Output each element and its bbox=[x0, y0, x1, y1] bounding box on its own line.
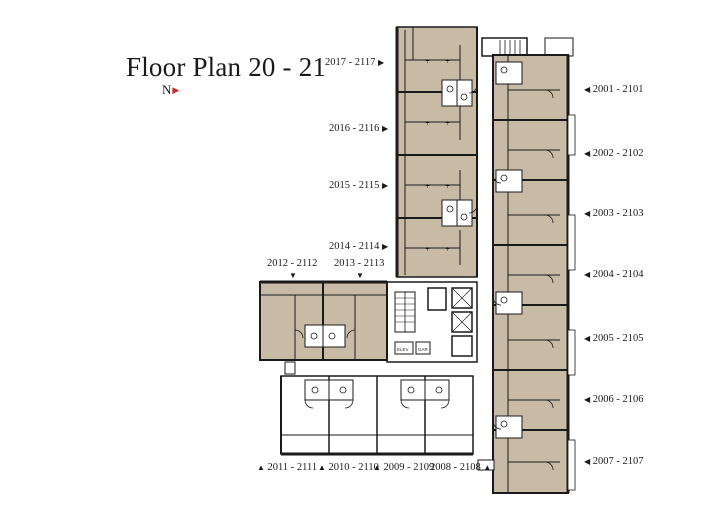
unit-2016-text: 2016 - 2116 bbox=[329, 123, 380, 134]
arrow-left-icon: ◀ bbox=[584, 85, 591, 94]
svg-text:+: + bbox=[425, 246, 430, 253]
unit-2011-text: 2011 - 2111 bbox=[267, 462, 318, 473]
unit-label-2017: 2017 - 2117 ▶ bbox=[325, 57, 384, 69]
north-indicator: N▶ bbox=[162, 82, 179, 98]
unit-label-2008: 2008 - 2108 ▲ bbox=[430, 462, 491, 474]
unit-label-2012: 2012 - 2112 bbox=[267, 258, 318, 269]
gar-label: GAR bbox=[418, 347, 429, 352]
unit-label-2007: ◀ 2007 - 2107 bbox=[584, 456, 644, 468]
arrow-right-icon: ▶ bbox=[381, 181, 389, 190]
arrow-left-icon: ◀ bbox=[584, 270, 591, 279]
unit-2014-text: 2014 - 2114 bbox=[329, 241, 380, 252]
east-wing bbox=[477, 54, 576, 494]
unit-2008-text: 2008 - 2108 bbox=[430, 462, 481, 473]
unit-2015-text: 2015 - 2115 bbox=[329, 180, 380, 191]
center-wing: + + + + + + + + bbox=[395, 26, 478, 278]
svg-text:+: + bbox=[445, 58, 450, 65]
unit-2007-text: 2007 - 2107 bbox=[592, 456, 644, 467]
unit-2009-text: 2009 - 2109 bbox=[383, 462, 435, 473]
unit-label-2015: 2015 - 2115 ▶ bbox=[329, 180, 388, 192]
unit-2001-text: 2001 - 2101 bbox=[592, 84, 644, 95]
core: ELEV GAR bbox=[386, 281, 478, 363]
unit-2003-text: 2003 - 2103 bbox=[592, 208, 644, 219]
arrow-right-icon: ▶ bbox=[381, 124, 389, 133]
arrow-left-icon: ◀ bbox=[584, 334, 591, 343]
unit-label-2004: ◀ 2004 - 2104 bbox=[584, 269, 644, 281]
unit-label-2009: ▲ 2009 - 2109 bbox=[373, 462, 434, 474]
arrow-up-icon: ▲ bbox=[483, 463, 492, 472]
unit-label-2014: 2014 - 2114 ▶ bbox=[329, 241, 388, 253]
arrow-up-icon: ▲ bbox=[373, 463, 381, 472]
svg-text:+: + bbox=[425, 58, 430, 65]
unit-2006-text: 2006 - 2106 bbox=[592, 394, 644, 405]
unit-label-2011: ▲ 2011 - 2111 bbox=[257, 462, 317, 474]
elev-label: ELEV bbox=[397, 347, 409, 352]
north-arrow-icon: ▶ bbox=[172, 85, 180, 95]
unit-label-2003: ◀ 2003 - 2103 bbox=[584, 208, 644, 220]
arrow-right-icon: ▶ bbox=[377, 58, 385, 67]
arrow-up-icon: ▲ bbox=[257, 463, 265, 472]
north-stair bbox=[481, 37, 574, 57]
svg-text:+: + bbox=[445, 183, 450, 190]
unit-label-2005: ◀ 2005 - 2105 bbox=[584, 333, 644, 345]
svg-text:+: + bbox=[425, 183, 430, 190]
unit-label-2006: ◀ 2006 - 2106 bbox=[584, 394, 644, 406]
unit-label-2010: ▲ 2010 - 2110 bbox=[318, 462, 379, 474]
unit-label-2016: 2016 - 2116 ▶ bbox=[329, 123, 388, 135]
unit-label-2001: ◀ 2001 - 2101 bbox=[584, 84, 644, 96]
svg-text:+: + bbox=[445, 120, 450, 127]
arrow-up-icon: ▲ bbox=[318, 463, 326, 472]
unit-label-2002: ◀ 2002 - 2102 bbox=[584, 148, 644, 160]
west-lower-units bbox=[280, 361, 474, 456]
arrow-down-icon: ▼ bbox=[289, 271, 297, 280]
arrow-left-icon: ◀ bbox=[584, 209, 591, 218]
arrow-left-icon: ◀ bbox=[584, 457, 591, 466]
unit-2005-text: 2005 - 2105 bbox=[592, 333, 644, 344]
north-label: N bbox=[162, 82, 172, 97]
unit-2004-text: 2004 - 2104 bbox=[592, 269, 644, 280]
arrow-down-icon: ▼ bbox=[356, 271, 364, 280]
arrow-left-icon: ◀ bbox=[584, 149, 591, 158]
unit-label-2013: 2013 - 2113 bbox=[334, 258, 385, 269]
arrow-right-icon: ▶ bbox=[381, 242, 389, 251]
arrow-left-icon: ◀ bbox=[584, 395, 591, 404]
svg-text:+: + bbox=[425, 120, 430, 127]
svg-text:+: + bbox=[445, 246, 450, 253]
floor-plan-title: Floor Plan 20 - 21 bbox=[126, 52, 327, 82]
west-upper-units bbox=[259, 280, 388, 361]
unit-2017-text: 2017 - 2117 bbox=[325, 57, 376, 68]
unit-2010-text: 2010 - 2110 bbox=[328, 462, 379, 473]
unit-2002-text: 2002 - 2102 bbox=[592, 148, 644, 159]
